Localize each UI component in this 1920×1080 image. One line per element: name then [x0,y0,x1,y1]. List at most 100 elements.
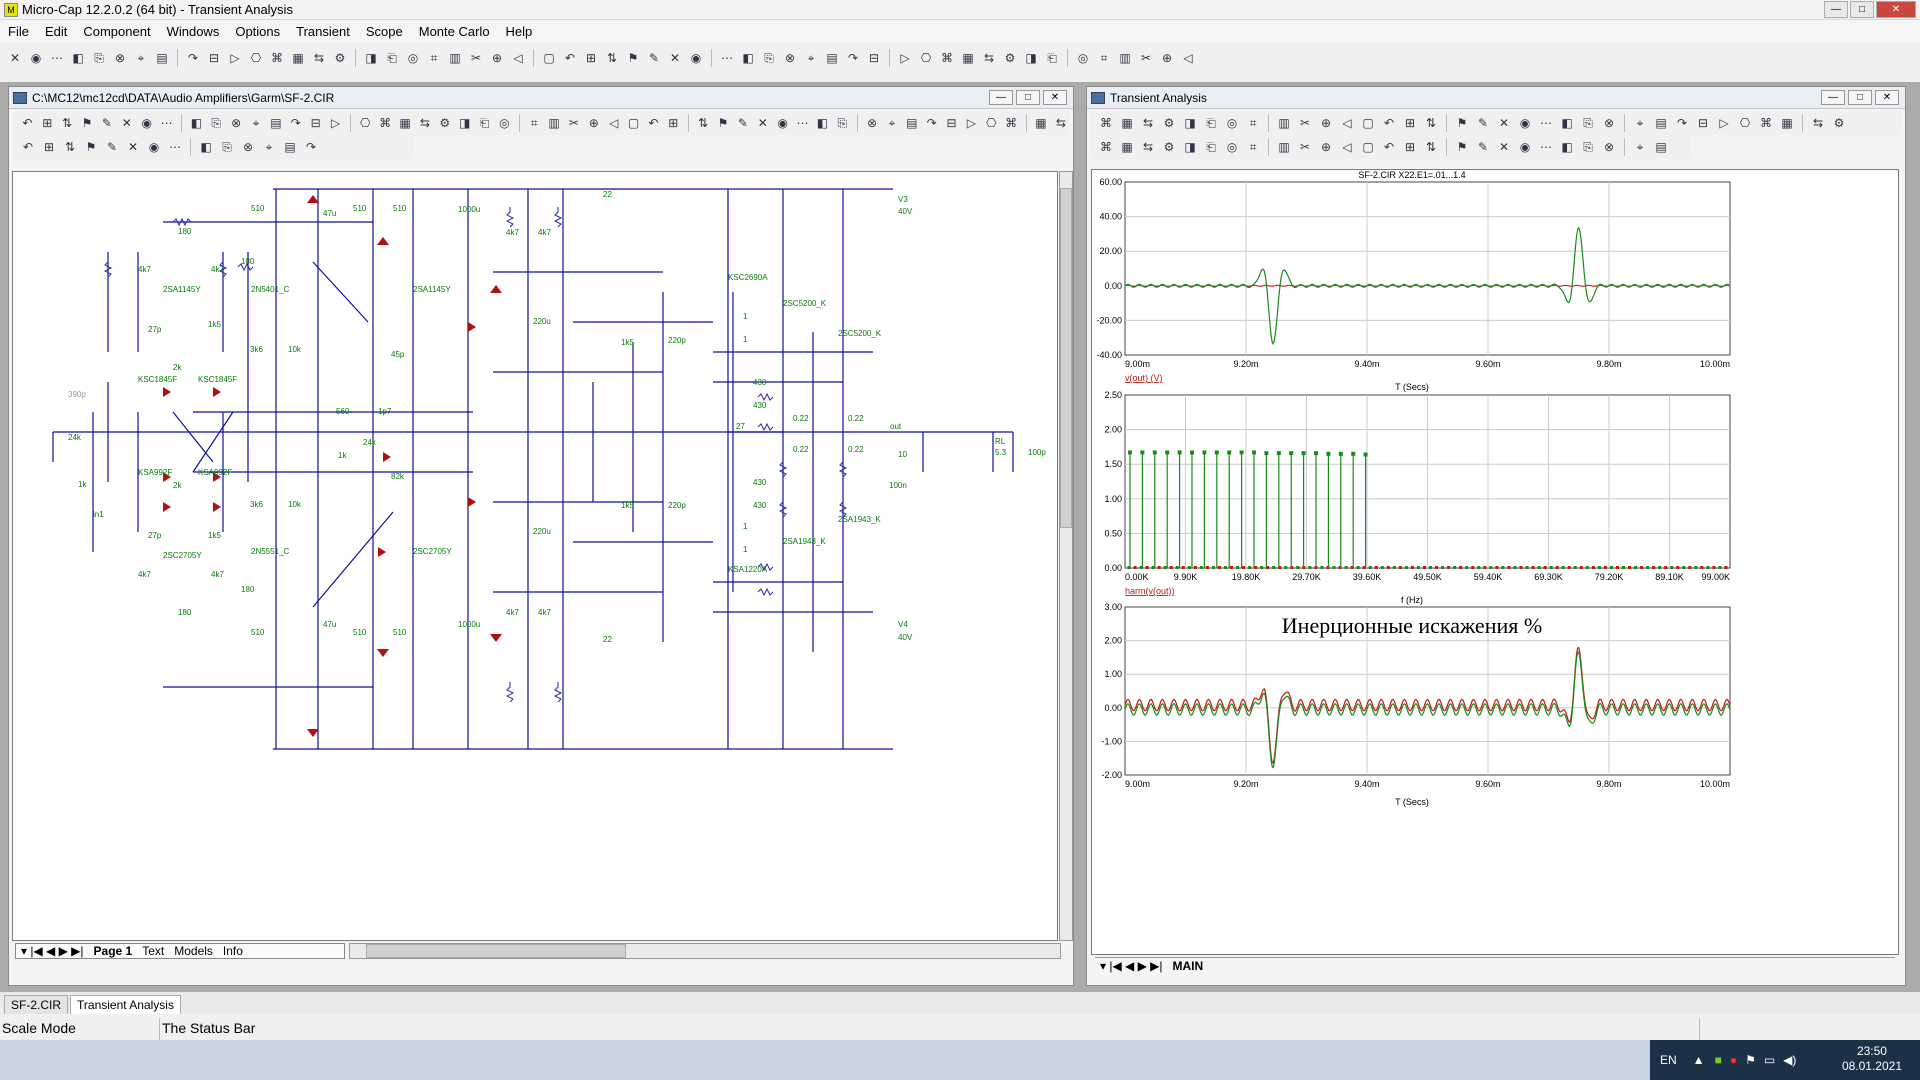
schematic-toolbar2-tool-icon-10[interactable]: ⎘ [222,139,232,154]
analysis-toolbar2-tool-icon-15[interactable]: ⊞ [1404,140,1416,154]
analysis-toolbar2-tool-icon-13[interactable]: ▢ [1362,140,1374,154]
main-toolbar-tool-icon-25[interactable]: ▢ [543,51,555,65]
analysis-toolbar-tool-icon-12[interactable]: ◁ [1342,116,1352,130]
analysis-toolbar-tool-icon-9[interactable]: ▥ [1278,116,1290,130]
schematic-toolbar2-tool-icon-5[interactable]: ✎ [106,140,118,154]
schematic-toolbar-tool-icon-10[interactable]: ⎘ [211,115,222,130]
flag-icon[interactable]: ⚑ [1745,1053,1756,1067]
analysis-toolbar-tool-icon-34[interactable]: ⚙ [1833,116,1845,130]
schematic-toolbar2-tool-icon-2[interactable]: ⊞ [43,140,55,154]
main-toolbar-tool-icon-18[interactable]: ⎗ [387,50,397,65]
main-toolbar-tool-icon-17[interactable]: ◨ [365,51,377,65]
main-toolbar-tool-icon-36[interactable]: ⊗ [784,51,796,65]
schematic-toolbar-tool-icon-22[interactable]: ◨ [458,116,471,130]
tab-main[interactable]: MAIN [1172,958,1204,973]
schematic-toolbar-tool-icon-26[interactable]: ▥ [548,116,560,130]
main-toolbar-tool-icon-15[interactable]: ⇆ [313,51,325,65]
main-toolbar-tool-icon-42[interactable]: ⎔ [920,51,932,65]
tab-page-1[interactable]: Page 1 [93,944,133,958]
main-toolbar-tool-icon-46[interactable]: ⚙ [1004,51,1016,65]
schematic-vscroll-thumb[interactable] [1060,188,1072,528]
schematic-toolbar2-tool-icon-4[interactable]: ⚑ [85,140,97,154]
schematic-toolbar-tool-icon-7[interactable]: ◉ [141,116,152,130]
main-toolbar-tool-icon-12[interactable]: ⎔ [250,51,262,65]
main-toolbar-tool-icon-50[interactable]: ⌗ [1100,50,1108,65]
close-button[interactable]: ✕ [1876,1,1916,18]
analysis-toolbar-tool-icon-11[interactable]: ⊕ [1320,116,1332,130]
main-toolbar-tool-icon-30[interactable]: ✎ [648,51,660,65]
menu-help[interactable]: Help [505,23,533,39]
main-toolbar-tool-icon-27[interactable]: ⊞ [585,51,597,65]
schematic-toolbar-tool-icon-9[interactable]: ◧ [190,116,203,130]
main-toolbar-tool-icon-1[interactable]: ✕ [9,51,21,65]
analysis-toolbar-tool-icon-23[interactable]: ⎘ [1583,115,1593,130]
language-indicator[interactable]: EN [1660,1053,1677,1067]
menu-transient[interactable]: Transient [296,23,350,39]
analysis-toolbar-tool-icon-2[interactable]: ▦ [1121,116,1133,130]
schematic-toolbar-tool-icon-35[interactable]: ✎ [737,116,748,130]
schematic-toolbar2-tool-icon-13[interactable]: ▤ [284,140,296,154]
main-toolbar-tool-icon-5[interactable]: ⎘ [94,50,104,65]
analysis-toolbar-tool-icon-17[interactable]: ⚑ [1456,116,1468,130]
schematic-toolbar-tool-icon-19[interactable]: ▦ [399,116,411,130]
analysis-tab-nav-icons[interactable]: ▾ |◀ ◀ ▶ ▶| [1100,958,1163,973]
schematic-toolbar-tool-icon-18[interactable]: ⌘ [379,116,392,130]
main-toolbar-tool-icon-10[interactable]: ⊟ [208,51,220,65]
analysis-toolbar2-tool-icon-25[interactable]: ⌖ [1636,139,1644,154]
analysis-toolbar-tool-icon-8[interactable]: ⌗ [1249,115,1257,130]
main-toolbar-tool-icon-28[interactable]: ⇅ [606,51,618,65]
analysis-toolbar-tool-icon-26[interactable]: ▤ [1655,116,1667,130]
analysis-toolbar-tool-icon-32[interactable]: ▦ [1781,116,1793,130]
main-toolbar-tool-icon-11[interactable]: ▷ [230,51,240,65]
clock[interactable]: 23:50 08.01.2021 [1842,1044,1902,1074]
analysis-toolbar-tool-icon-18[interactable]: ✎ [1477,116,1489,130]
main-toolbar-tool-icon-37[interactable]: ⌖ [807,50,815,65]
analysis-toolbar-tool-icon-3[interactable]: ⇆ [1142,116,1154,130]
analysis-toolbar2-tool-icon-17[interactable]: ⚑ [1456,140,1468,154]
main-toolbar-tool-icon-48[interactable]: ⎗ [1047,50,1057,65]
main-toolbar-tool-icon-6[interactable]: ⊗ [114,51,126,65]
analysis-toolbar-tool-icon-33[interactable]: ⇆ [1812,116,1824,130]
schematic-toolbar2-tool-icon-12[interactable]: ⌖ [265,139,273,154]
analysis-toolbar-tool-icon-31[interactable]: ⌘ [1760,116,1772,130]
schematic-toolbar2-tool-icon-6[interactable]: ✕ [127,140,139,154]
schematic-close-button[interactable]: ✕ [1043,90,1067,105]
main-toolbar-tool-icon-34[interactable]: ◧ [742,51,754,65]
main-toolbar-tool-icon-53[interactable]: ⊕ [1161,51,1173,65]
menu-edit[interactable]: Edit [44,23,68,39]
analysis-toolbar-tool-icon-29[interactable]: ▷ [1719,116,1729,130]
analysis-toolbar-tool-icon-10[interactable]: ✂ [1299,116,1311,130]
main-toolbar-tool-icon-14[interactable]: ▦ [292,51,304,65]
main-toolbar-tool-icon-4[interactable]: ◧ [72,51,84,65]
analysis-toolbar-tool-icon-4[interactable]: ⚙ [1163,116,1175,130]
main-toolbar-tool-icon-29[interactable]: ⚑ [627,51,639,65]
analysis-toolbar2-tool-icon-3[interactable]: ⇆ [1142,140,1154,154]
schematic-toolbar-tool-icon-25[interactable]: ⌗ [530,115,538,130]
antivirus-icon[interactable]: ● [1729,1053,1738,1067]
analysis-toolbar-tool-icon-6[interactable]: ⎗ [1206,115,1216,130]
main-toolbar-tool-icon-35[interactable]: ⎘ [764,50,774,65]
tray-arrow-icon[interactable]: ▲ [1692,1053,1705,1067]
schematic-toolbar-tool-icon-50[interactable]: ⇆ [1055,116,1066,130]
main-toolbar-tool-icon-43[interactable]: ⌘ [941,51,953,65]
tab-info[interactable]: Info [222,944,243,958]
schematic-toolbar-tool-icon-44[interactable]: ↷ [926,116,937,130]
menu-scope[interactable]: Scope [365,23,403,39]
schematic-toolbar-tool-icon-4[interactable]: ⚑ [81,116,93,130]
main-toolbar-tool-icon-13[interactable]: ⌘ [271,51,283,65]
main-toolbar-tool-icon-38[interactable]: ▤ [826,51,838,65]
schematic-toolbar-tool-icon-36[interactable]: ✕ [757,116,768,130]
main-toolbar-tool-icon-21[interactable]: ▥ [449,51,461,65]
main-toolbar-tool-icon-16[interactable]: ⚙ [334,51,346,65]
schematic-toolbar-tool-icon-33[interactable]: ⇅ [698,116,709,130]
analysis-toolbar2-tool-icon-21[interactable]: ⋯ [1540,140,1552,154]
menu-options[interactable]: Options [235,23,281,39]
analysis-toolbar-tool-icon-20[interactable]: ◉ [1519,116,1531,130]
schematic-toolbar-tool-icon-17[interactable]: ⎔ [360,116,371,130]
schematic-toolbar2-tool-icon-11[interactable]: ⊗ [242,140,254,154]
schematic-minimize-button[interactable]: — [989,90,1013,105]
analysis-toolbar2-tool-icon-24[interactable]: ⊗ [1603,140,1615,154]
main-toolbar-tool-icon-45[interactable]: ⇆ [983,51,995,65]
main-toolbar-tool-icon-41[interactable]: ▷ [900,51,910,65]
